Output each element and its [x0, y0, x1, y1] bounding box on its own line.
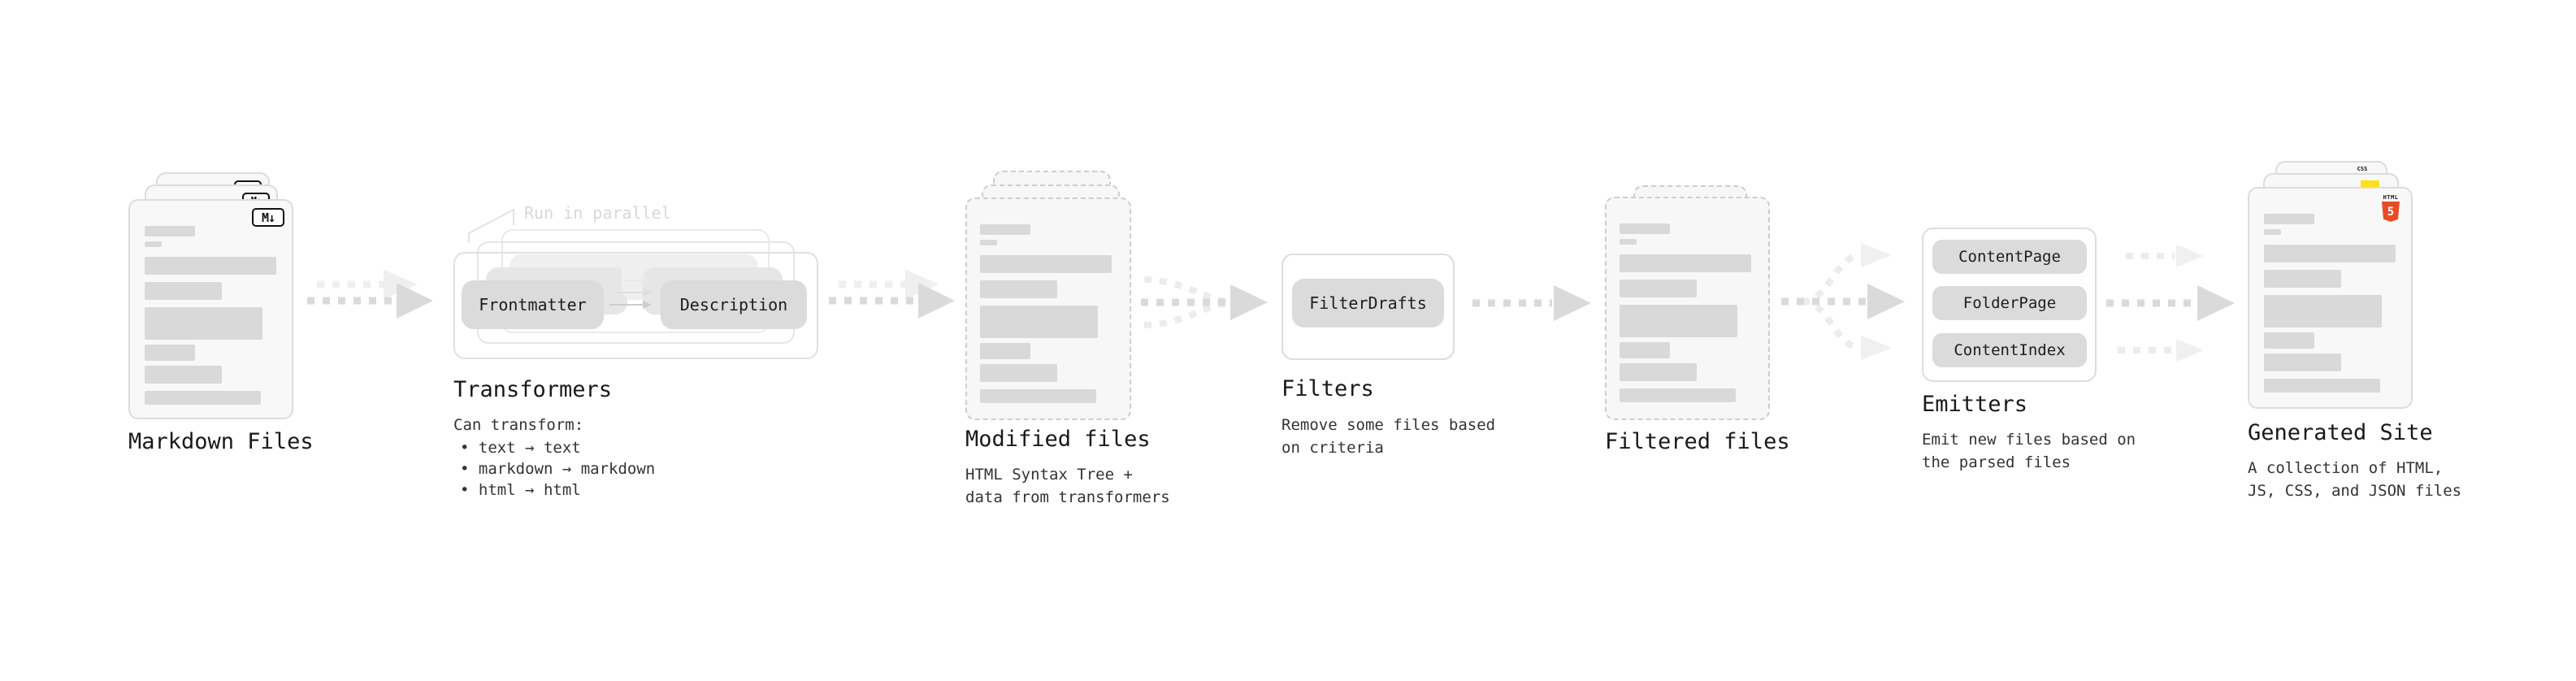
js-file-icon: [2361, 180, 2379, 189]
text-line-placeholder: [1620, 239, 1637, 245]
transformers-title: Transformers: [453, 377, 613, 402]
filters-title: Filters: [1281, 376, 1374, 401]
text-line-placeholder: [1620, 280, 1697, 297]
text-line-placeholder: [2264, 295, 2382, 327]
text-line-placeholder: [145, 282, 222, 300]
transformer-box-front: [453, 252, 818, 359]
modified-file-card-front: [965, 197, 1131, 420]
content-page-pill: ContentPage: [1932, 240, 2087, 274]
markdown-icon: M↓: [252, 208, 284, 227]
markdown-files-title: Markdown Files: [128, 429, 314, 454]
content-index-pill: ContentIndex: [1932, 333, 2087, 367]
css-file-icon: CSS: [2353, 166, 2371, 172]
text-line-placeholder: [1620, 305, 1737, 337]
text-line-placeholder: [145, 391, 261, 405]
text-line-placeholder: [145, 345, 195, 361]
transformers-heading: Can transform:: [453, 416, 584, 434]
generated-site-title: Generated Site: [2248, 420, 2433, 445]
modified-files-title: Modified files: [965, 427, 1151, 452]
text-line-placeholder: [145, 226, 195, 236]
text-line-placeholder: [980, 364, 1057, 382]
site-file-card-front: HTML 5: [2248, 187, 2413, 409]
text-line-placeholder: [980, 280, 1057, 298]
flow-arrow-filtered-to-emitters: [1781, 243, 1905, 360]
text-line-placeholder: [980, 224, 1030, 235]
text-line-placeholder: [980, 255, 1112, 273]
html5-icon: HTML 5: [2380, 194, 2401, 222]
text-line-placeholder: [2264, 214, 2314, 224]
text-line-placeholder: [980, 306, 1098, 338]
text-line-placeholder: [1620, 223, 1670, 234]
filters-subtitle: Remove some files based on criteria: [1281, 416, 1496, 457]
flow-arrow-markdown-to-transformers: [307, 270, 433, 319]
html5-icon-label: HTML: [2383, 194, 2399, 201]
emitters-subtitle: Emit new files based on the parsed files: [1922, 431, 2136, 471]
pill-connector-arrows: [609, 276, 652, 309]
bullet-item: • text → text: [460, 439, 581, 457]
bullet-item: • html → html: [460, 481, 581, 499]
markdown-file-card-front: M↓: [128, 199, 293, 419]
emitters-title: Emitters: [1922, 392, 2028, 417]
text-line-placeholder: [145, 257, 276, 275]
modified-files-subtitle: HTML Syntax Tree + data from transformer…: [965, 466, 1170, 506]
text-line-placeholder: [2264, 379, 2380, 393]
text-line-placeholder: [2264, 354, 2341, 371]
bullet-item: • markdown → markdown: [460, 460, 656, 478]
text-line-placeholder: [145, 241, 162, 247]
text-line-placeholder: [2264, 245, 2396, 262]
frontmatter-pill: Frontmatter: [462, 280, 604, 329]
transformers-bullet-list: • text → text • markdown → markdown • ht…: [460, 437, 655, 501]
text-line-placeholder: [2264, 270, 2341, 288]
text-line-placeholder: [2264, 229, 2281, 235]
folder-page-pill: FolderPage: [1932, 286, 2087, 320]
run-in-parallel-callout-line: [468, 208, 514, 243]
text-line-placeholder: [980, 240, 997, 245]
flow-arrow-emitters-to-site: [2106, 245, 2235, 362]
filter-drafts-pill: FilterDrafts: [1292, 279, 1444, 327]
text-line-placeholder: [1620, 363, 1697, 381]
css-file-icon-label: CSS: [2357, 166, 2368, 172]
run-in-parallel-label: Run in parallel: [524, 203, 671, 223]
text-line-placeholder: [980, 343, 1030, 359]
filtered-file-card-front: [1605, 197, 1770, 420]
flow-arrow-transformers-to-modified: [829, 270, 955, 319]
text-line-placeholder: [1620, 388, 1736, 402]
description-pill: Description: [661, 280, 807, 329]
text-line-placeholder: [145, 307, 262, 340]
filtered-files-title: Filtered files: [1605, 429, 1790, 454]
text-line-placeholder: [1620, 342, 1670, 358]
text-line-placeholder: [980, 389, 1096, 403]
text-line-placeholder: [2264, 332, 2314, 349]
html5-icon-shield: 5: [2382, 202, 2400, 222]
generated-site-subtitle: A collection of HTML, JS, CSS, and JSON …: [2248, 459, 2462, 500]
text-line-placeholder: [145, 366, 222, 384]
flow-arrow-filters-to-filtered: [1472, 285, 1591, 321]
flow-arrow-modified-to-filters: [1141, 276, 1268, 328]
text-line-placeholder: [1620, 254, 1751, 272]
